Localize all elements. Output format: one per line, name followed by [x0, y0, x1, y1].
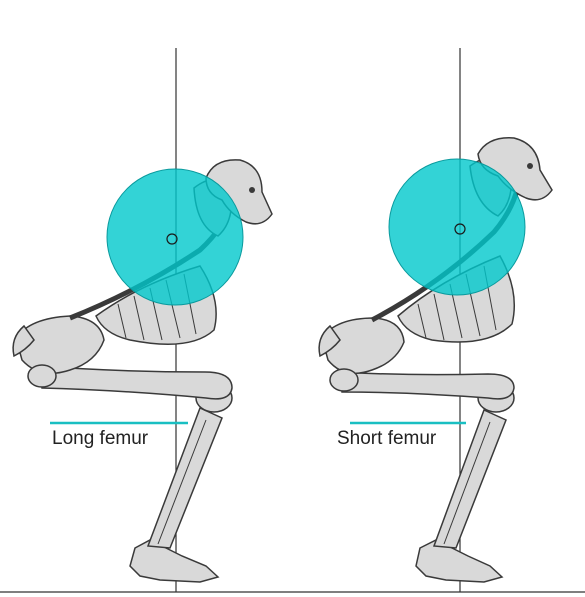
eye-socket-long	[249, 187, 255, 193]
hand-long	[12, 324, 35, 358]
hand-short	[318, 324, 341, 358]
label-long-femur: Long femur	[50, 428, 151, 450]
barbell-long	[106, 168, 244, 306]
fibula-short	[443, 421, 491, 545]
foot-short	[415, 539, 504, 583]
figure-short-femur	[318, 48, 553, 592]
barbell-short	[388, 158, 526, 296]
bar-center-long	[166, 233, 178, 245]
figure-long-femur	[12, 48, 273, 592]
hip-joint-long	[27, 364, 57, 388]
femur-long	[39, 365, 233, 400]
femur-short	[339, 371, 515, 400]
hip-joint-short	[329, 368, 359, 392]
fibula-long	[157, 419, 207, 545]
label-short-femur: Short femur	[335, 428, 439, 450]
foot-long	[129, 539, 220, 583]
shin-long	[146, 406, 223, 549]
shin-short	[432, 408, 507, 549]
bar-center-short	[454, 223, 466, 235]
eye-socket-short	[527, 163, 533, 169]
